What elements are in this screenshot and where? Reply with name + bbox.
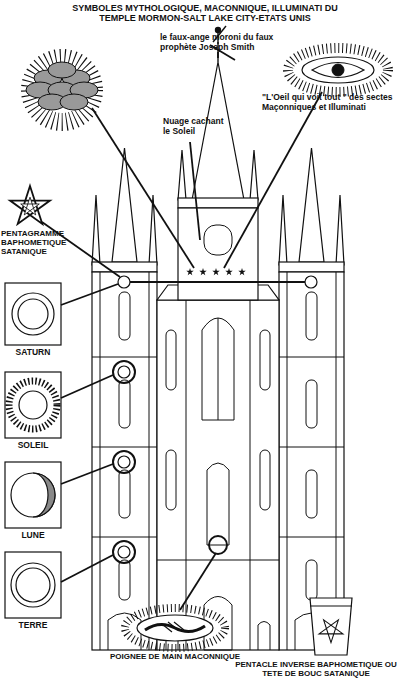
callout-label: le faux-ange moroni du faux prophète Jos… — [160, 33, 310, 53]
symbol-label: SOLEIL — [3, 441, 63, 451]
symbol-label: TERRE — [3, 621, 63, 631]
symbol-label: SATURN — [3, 348, 63, 358]
symbol-label: PENTACLE INVERSE BAPHOMETIQUE OU TETE DE… — [226, 660, 406, 678]
diagram-title: SYMBOLES MYTHOLOGIQUE, MACONNIQUE, ILLUM… — [70, 3, 340, 24]
callout-label: Nuage cachant le Soleil — [163, 117, 225, 137]
callout-label: "L'Oeil qui voit tout " des sectes Maçon… — [262, 93, 402, 113]
symbol-label: LUNE — [3, 531, 63, 541]
symbol-label: POIGNEE DE MAIN MACONNIQUE — [95, 652, 255, 661]
symbol-label: PENTAGRAMME BAPHOMETIQUE SATANIQUE — [1, 229, 83, 257]
